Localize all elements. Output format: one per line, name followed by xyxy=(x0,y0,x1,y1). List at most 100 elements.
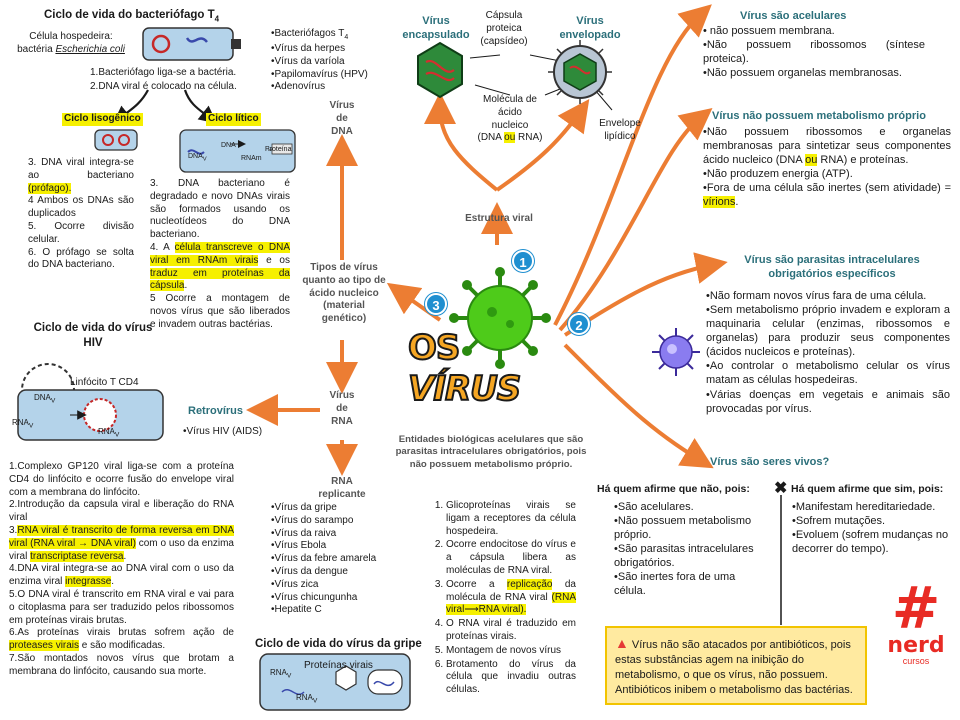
flu-step: Ocorre a replicação da molécula de RNA v… xyxy=(446,578,576,617)
flu-step: Glicoproteínas virais se ligam a recepto… xyxy=(446,500,576,538)
lytic-diagram xyxy=(179,129,296,173)
hiv-steps: 1.Complexo GP120 viral liga-se com a pro… xyxy=(9,461,234,677)
structure-label: Estrutura viral xyxy=(465,213,533,224)
hiv-diagram xyxy=(17,363,164,441)
flu-step: Montagem de novos vírus xyxy=(446,645,576,658)
flu-steps: Glicoproteínas virais se ligam a recepto… xyxy=(430,500,576,698)
lytic-rnam-label: RNAm xyxy=(241,155,262,162)
dna-virus-list: •Bacteriófagos T4 •Vírus da herpes •Víru… xyxy=(271,28,368,94)
rna-virus-item: •Vírus da febre amarela xyxy=(271,553,377,565)
parasites-item: •Sem metabolismo próprio invadem e explo… xyxy=(706,304,950,359)
hiv-dna-label: DNAV xyxy=(34,393,56,405)
central-virus-icon xyxy=(449,267,551,369)
parasites-item: •Ao controlar o metabolismo celular os v… xyxy=(706,360,950,387)
rna-virus-item: •Vírus da gripe xyxy=(271,502,337,513)
bacteriophage-step-2: 2.DNA viral é colocado na célula. xyxy=(90,81,237,92)
living-yes-item: •Evoluem (sofrem mudanças no decorrer do… xyxy=(792,529,949,556)
dna-virus-item: •Bacteriófagos T4 xyxy=(271,28,349,41)
living-no-item: •São acelulares. xyxy=(614,501,694,513)
dna-virus-item: •Papilomavírus (HPV) xyxy=(271,68,368,80)
rna-virus-item: •Vírus Ebola xyxy=(271,540,327,552)
host-cell-label: Célula hospedeira: bactéria Escherichia … xyxy=(17,31,125,55)
lytic-proteina-label: Proteína xyxy=(265,146,292,153)
living-no-list: •São acelulares. •Não possuem metabolism… xyxy=(614,500,764,599)
virus-definition: Entidades biológicas acelulares que são … xyxy=(395,434,587,470)
living-yes-list: •Manifestam hereditariedade. •Sofrem mut… xyxy=(792,500,950,556)
flu-rna1-label: RNAV xyxy=(270,668,292,680)
arrow-acellular xyxy=(553,4,712,326)
parasites-item: •Várias doenças em vegetais e animais sã… xyxy=(706,388,950,415)
lytic-steps: 3. DNA bacteriano é degradado e novo DNA… xyxy=(150,178,290,330)
flu-proteins-label: Proteínas virais xyxy=(304,660,373,671)
dna-virus-item: •Adenovírus xyxy=(271,81,326,93)
purple-virus-icon xyxy=(652,328,700,376)
hiv-rna-label: RNAV xyxy=(12,418,34,430)
metabolism-list: •Não possuem ribossomos e organelas memb… xyxy=(703,126,951,209)
living-yes-item: •Sofrem mutações. xyxy=(792,515,886,528)
flu-step: O RNA viral é traduzido em proteínas vir… xyxy=(446,618,576,644)
lytic-dna2-label: DNA xyxy=(221,142,236,149)
acellular-title: Vírus são acelulares xyxy=(740,10,847,22)
flu-step: Brotamento do vírus da célula que invadi… xyxy=(446,659,576,697)
rna-virus-item: •Vírus da dengue xyxy=(271,565,348,577)
lysogenic-cycle-label: Ciclo lisogênico xyxy=(62,113,143,126)
acellular-item: •Não possuem ribossomos (síntese proteic… xyxy=(703,39,925,66)
rna-virus-item: •Vírus zica xyxy=(271,578,319,590)
metabolism-title: Vírus não possuem metabolismo próprio xyxy=(712,110,926,122)
parasites-list: •Não formam novos vírus fara de uma célu… xyxy=(706,289,950,416)
parasites-item: •Não formam novos vírus fara de uma célu… xyxy=(706,290,927,302)
living-no-item: •São parasitas intracelulares obrigatóri… xyxy=(614,543,754,570)
badge-3: 3 xyxy=(425,293,447,315)
rna-virus-item: •Vírus chicungunha xyxy=(271,591,358,603)
lysogenic-steps: 3. DNA viral integra-se ao bacteriano (p… xyxy=(28,157,134,271)
living-yes-title: Há quem afirme que sim, pois: xyxy=(791,483,944,495)
flu-diagram xyxy=(259,653,411,711)
retrovirus-item: •Vírus HIV (AIDS) xyxy=(183,426,263,437)
antibiotics-warning: ▲ Vírus não são atacados por antibiótico… xyxy=(605,626,867,706)
lytic-dna-label: DNAV xyxy=(188,153,207,163)
living-title: Vírus são seres vivos? xyxy=(710,456,830,468)
bacteriophage-title: Ciclo de vida do bacteriófago T4 xyxy=(44,9,220,24)
living-no-title: Há quem afirme que não, pois: xyxy=(597,483,750,495)
acellular-list: • não possuem membrana. •Não possuem rib… xyxy=(703,24,925,80)
rna-virus-list: •Vírus da gripe •Vírus do sarampo •Vírus… xyxy=(271,502,376,617)
cross-icon: ✖ xyxy=(774,480,788,497)
living-no-item: •Não possuem metabolismo próprio. xyxy=(614,515,752,542)
living-no-item: •São inertes fora de uma célula. xyxy=(614,571,736,598)
brand-logo: # nerd cursos xyxy=(887,574,945,666)
lytic-cycle-label: Ciclo lítico xyxy=(206,113,261,126)
acellular-item: •Não possuem organelas membranosas. xyxy=(703,67,902,80)
rna-virus-item: •Vírus do sarampo xyxy=(271,514,354,526)
rna-virus-item: •Hepatite C xyxy=(271,604,322,616)
warning-icon: ▲ xyxy=(615,635,629,651)
bacteriophage-step-1: 1.Bacteriófago liga-se a bactéria. xyxy=(90,67,237,78)
flu-title: Ciclo de vida do vírus da gripe xyxy=(255,638,422,650)
lysogenic-diagram xyxy=(94,129,138,151)
dna-virus-item: •Vírus da herpes xyxy=(271,42,346,54)
bacteriophage-diagram xyxy=(142,27,241,61)
logo-virus: VÍRUS xyxy=(407,368,522,410)
retrovirus-title: Retrovírus xyxy=(188,405,244,417)
badge-1: 1 xyxy=(512,250,534,272)
living-yes-item: •Manifestam hereditariedade. xyxy=(792,501,936,513)
encapsulated-virus-icon xyxy=(417,41,463,99)
acellular-item: • não possuem membrana. xyxy=(703,25,835,37)
badge-2: 2 xyxy=(568,313,590,335)
dna-virus-item: •Vírus da varíola xyxy=(271,55,345,67)
hiv-rna2-label: RNAV xyxy=(98,427,120,439)
rna-virus-item: •Vírus da raiva xyxy=(271,527,337,539)
enveloped-virus-icon xyxy=(548,40,612,104)
lymphocyte-label: Linfócito T CD4 xyxy=(70,377,139,388)
flu-step: Ocorre endocitose do vírus e a cápsula l… xyxy=(446,539,576,577)
